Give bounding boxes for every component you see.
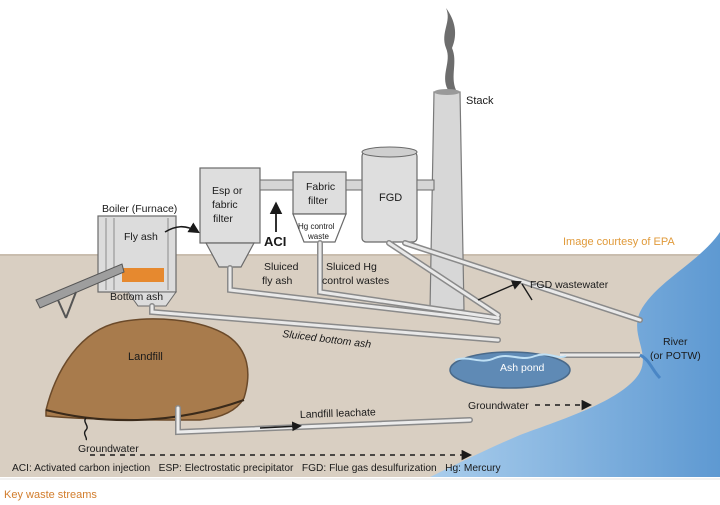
label-stack: Stack (466, 95, 494, 107)
label-aci: ACI (264, 234, 286, 249)
legend-abbreviations: ACI: Activated carbon injection ESP: Ele… (12, 463, 502, 474)
label-groundwater-left: Groundwater (78, 443, 139, 455)
fgd-wastewater-arrow-1 (477, 280, 522, 301)
coal-conveyor (35, 263, 125, 309)
pond-discharge (639, 353, 662, 380)
label-river-2: (or POTW) (650, 350, 701, 362)
label-sluiced-hg-1: Sluiced Hg (326, 261, 377, 273)
leachate-pipe-inner (176, 406, 472, 434)
label-fgd: FGD (379, 192, 402, 204)
stack (429, 91, 465, 311)
boiler-to-esp-flow (164, 222, 200, 234)
stack-top (434, 89, 460, 95)
fgd-wastewater-arrow-2 (521, 283, 533, 301)
label-esp-2: fabric (212, 199, 238, 211)
label-sluiced-hg-2: control wastes (322, 275, 389, 287)
label-fly-ash: Fly ash (124, 231, 158, 243)
label-fabric-1: Fabric (306, 181, 335, 193)
landfill-liner (45, 399, 245, 422)
label-fabric-2: filter (308, 195, 328, 207)
label-river-1: River (663, 336, 688, 348)
fabric-to-fgd-duct (345, 179, 363, 191)
label-esp-1: Esp or (212, 185, 243, 197)
ash-pond-water (454, 353, 567, 362)
label-hg-control-1: Hg control (298, 222, 335, 231)
label-sluiced-fly-1: Sluiced (264, 261, 299, 273)
esp-box (199, 167, 261, 244)
esp-hopper (204, 242, 256, 268)
label-landfill-leachate: Landfill leachate (300, 406, 376, 421)
leachate-arrow (259, 421, 302, 432)
fgd-to-stack-duct (416, 179, 435, 191)
label-esp-3: filter (213, 213, 233, 225)
label-sluiced-fly-2: fly ash (262, 275, 293, 287)
label-groundwater-right: Groundwater (468, 400, 529, 412)
label-boiler: Boiler (Furnace) (102, 203, 177, 215)
boiler-fire (122, 268, 164, 282)
hg-control-hopper (292, 213, 347, 243)
esp-to-fabric-duct (259, 179, 294, 191)
fgd-top (361, 146, 418, 158)
label-hg-control-2: waste (307, 232, 329, 241)
caption: Key waste streams (4, 489, 97, 501)
boiler-hopper (127, 291, 177, 307)
smoke-plume (444, 8, 456, 90)
river (430, 232, 720, 477)
label-landfill: Landfill (128, 351, 163, 363)
label-ash-pond: Ash pond (500, 362, 545, 374)
groundwater-seep (83, 417, 88, 441)
sluice-pipes-inner (150, 241, 642, 342)
conveyor-support (57, 291, 77, 319)
label-fgd-wastewater: FGD wastewater (530, 279, 609, 291)
fabric-filter-box (292, 171, 347, 215)
label-image-credit: Image courtesy of EPA (563, 236, 675, 248)
label-bottom-ash: Bottom ash (110, 291, 163, 303)
